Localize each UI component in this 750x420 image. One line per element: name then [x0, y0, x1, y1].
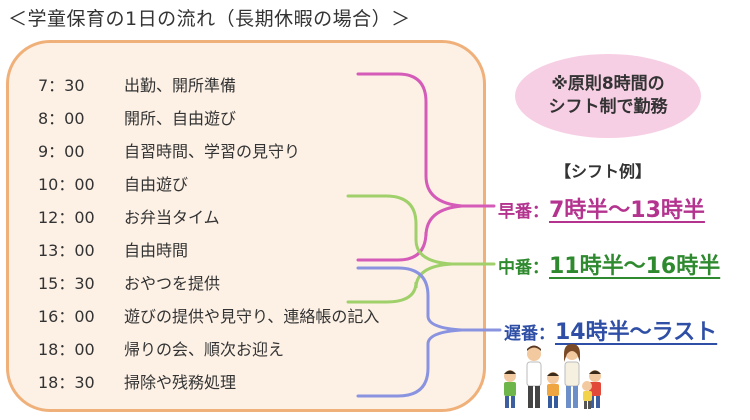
schedule-time: 18：30	[38, 373, 95, 392]
schedule-time: 10：00	[38, 175, 95, 194]
schedule-time: 15：30	[38, 274, 95, 293]
middle-shift-label: 中番：	[498, 258, 549, 278]
family-illustration-icon	[504, 344, 601, 409]
schedule-activity: お弁当タイム	[124, 208, 220, 227]
early-shift-label: 早番：	[498, 202, 549, 222]
schedule-row: 7：30 出勤、開所準備	[38, 72, 236, 96]
schedule-row: 18：30 掃除や残務処理	[38, 369, 236, 393]
schedule-time: 8：00	[38, 109, 85, 128]
late-shift-hours: 14時半～ラスト	[555, 320, 718, 345]
schedule-row: 18：00 帰りの会、順次お迎え	[38, 336, 284, 360]
schedule-activity: 掃除や残務処理	[124, 373, 237, 392]
schedule-activity: 自習時間、学習の見守り	[124, 142, 301, 161]
schedule-activity: 遊びの提供や見守り、連絡帳の記入	[124, 307, 380, 326]
schedule-time: 9：00	[38, 142, 85, 161]
note-line-2: シフト制で勤務	[548, 97, 668, 117]
schedule-time: 13：00	[38, 241, 95, 260]
schedule-row: 15：30 おやつを提供	[38, 270, 220, 294]
early-shift-bracket	[356, 72, 496, 262]
shift-example-heading: 【シフト例】	[555, 162, 652, 181]
late-shift-label: 遅番：	[504, 324, 555, 344]
late-shift: 遅番：14時半～ラスト	[504, 314, 717, 346]
schedule-activity: 出勤、開所準備	[124, 76, 237, 95]
schedule-row: 10：00 自由遊び	[38, 171, 188, 195]
schedule-activity: 開所、自由遊び	[124, 109, 237, 128]
schedule-activity: おやつを提供	[124, 274, 221, 293]
schedule-activity: 自由遊び	[124, 175, 189, 194]
early-shift-hours: 7時半～13時半	[549, 198, 705, 223]
late-shift-bracket	[356, 266, 502, 398]
note-bubble: ※原則8時間の シフト制で勤務	[515, 54, 701, 138]
middle-shift-bracket	[346, 194, 496, 304]
schedule-time: 18：00	[38, 340, 95, 359]
note-line-1: ※原則8時間の	[551, 74, 665, 95]
schedule-row: 12：00 お弁当タイム	[38, 204, 220, 228]
schedule-activity: 自由時間	[124, 241, 189, 260]
schedule-box	[6, 40, 486, 412]
early-shift: 早番：7時半～13時半	[498, 192, 705, 224]
page-title: ＜学童保育の1日の流れ（長期休暇の場合）＞	[8, 8, 411, 30]
middle-shift: 中番：11時半～16時半	[498, 248, 720, 280]
schedule-row: 16：00 遊びの提供や見守り、連絡帳の記入	[38, 303, 379, 327]
schedule-row: 8：00 開所、自由遊び	[38, 105, 236, 129]
schedule-activity: 帰りの会、順次お迎え	[124, 340, 285, 359]
middle-shift-hours: 11時半～16時半	[549, 254, 721, 279]
schedule-time: 16：00	[38, 307, 95, 326]
schedule-time: 7：30	[38, 76, 85, 95]
schedule-row: 9：00 自習時間、学習の見守り	[38, 138, 300, 162]
schedule-row: 13：00 自由時間	[38, 237, 188, 261]
schedule-time: 12：00	[38, 208, 95, 227]
